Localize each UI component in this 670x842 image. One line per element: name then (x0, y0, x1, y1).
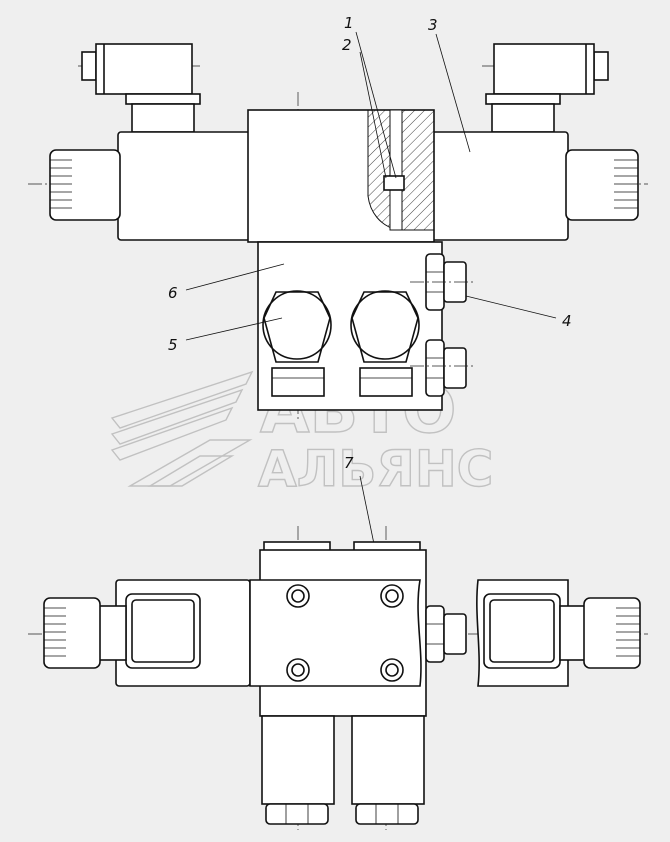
watermark-emblem (110, 370, 254, 487)
top-view (28, 31, 648, 420)
callout-6: 6 (168, 284, 178, 302)
right-solenoid-coil (431, 131, 639, 241)
left-connector-plug (81, 43, 201, 133)
right-connector-plug (485, 43, 609, 133)
left-solenoid-coil (49, 131, 251, 241)
bottom-ports (261, 715, 425, 825)
hex-plug-left (262, 290, 332, 397)
bottom-valve-body (249, 549, 467, 717)
callout-7: 7 (344, 454, 354, 472)
hex-plug-right (350, 290, 420, 397)
bottom-left-coil (43, 579, 251, 687)
watermark-line2: АЛЬЯНС (258, 440, 493, 498)
fitting-lower (425, 339, 467, 397)
callout-5: 5 (168, 336, 178, 354)
callout-3: 3 (428, 16, 438, 34)
manifold-block (257, 241, 476, 411)
callout-1: 1 (344, 14, 354, 32)
callout-4: 4 (562, 312, 572, 330)
callout-2: 2 (342, 36, 352, 54)
valve-body (247, 109, 435, 243)
bottom-view (28, 475, 648, 830)
bottom-right-coil (476, 579, 641, 687)
